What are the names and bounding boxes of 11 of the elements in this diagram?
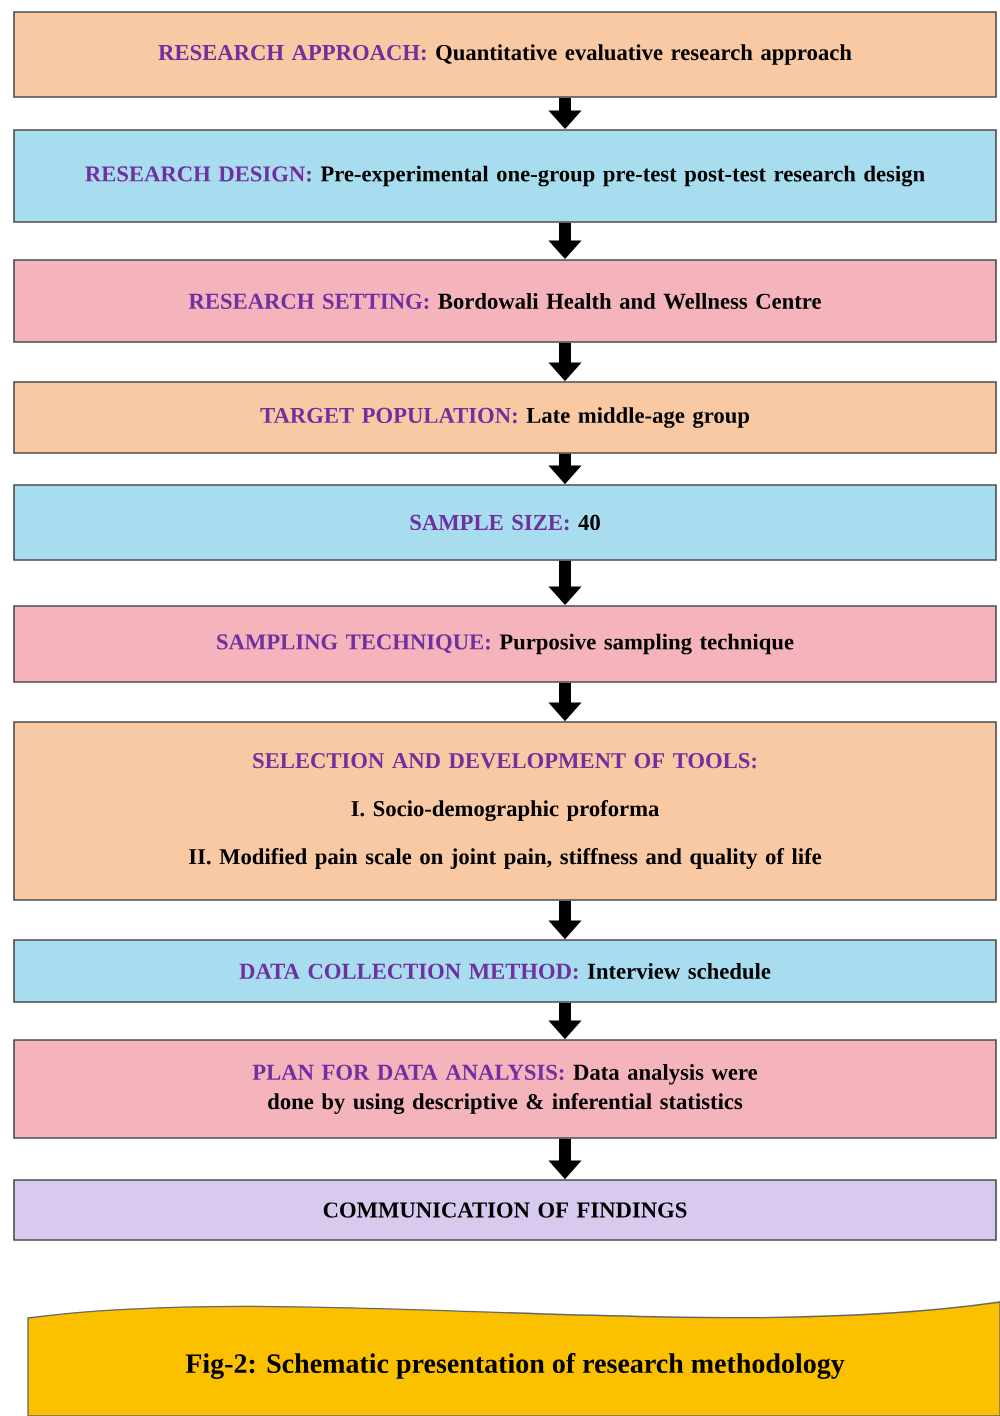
process-box: RESEARCH APPROACH: Quantitative evaluative research approach bbox=[13, 11, 997, 98]
process-box: COMMUNICATION OF FINDINGS bbox=[13, 1179, 997, 1241]
process-box: TARGET POPULATION: Late middle-age group bbox=[13, 381, 997, 454]
process-box: SAMPLING TECHNIQUE: Purposive sampling technique bbox=[13, 605, 997, 683]
process-box: SAMPLE SIZE: 40 bbox=[13, 484, 997, 561]
caption-banner: Fig-2: Schematic presentation of research methodology bbox=[27, 1301, 1000, 1416]
process-box: RESEARCH DESIGN: Pre-experimental one-group pre-test post-test research design bbox=[13, 129, 997, 223]
process-box: RESEARCH SETTING: Bordowali Health and Wellness Centre bbox=[13, 259, 997, 343]
process-box: SELECTION AND DEVELOPMENT OF TOOLS: I. Socio-demographic proforma II. Modified pain scale on joint pain, stiffness and quality of life bbox=[13, 721, 997, 901]
process-box: PLAN FOR DATA ANALYSIS: Data analysis were done by using descriptive & inferential statistics bbox=[13, 1039, 997, 1139]
process-box: DATA COLLECTION METHOD: Interview schedule bbox=[13, 939, 997, 1003]
